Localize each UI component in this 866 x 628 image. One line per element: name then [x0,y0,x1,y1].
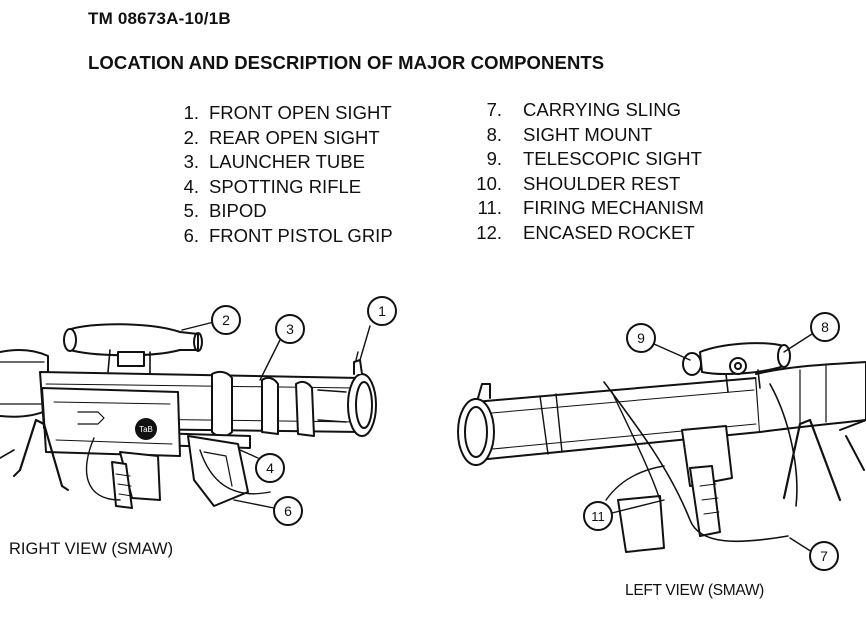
item-label: CARRYING SLING [523,99,681,120]
list-item: 11. FIRING MECHANISM [472,196,704,221]
item-number: 2. [183,126,199,148]
item-number: 12. [476,221,502,243]
callout-2 [211,305,241,335]
component-list-right: 7. CARRYING SLING 8. SIGHT MOUNT 9. TELESCO… [472,98,704,246]
list-item: 3. LAUNCHER TUBE [180,150,393,175]
callout-11 [583,501,613,531]
right-view-leaders [181,321,371,509]
callout-4 [255,453,285,483]
item-number: 5. [183,200,199,222]
callout-7 [809,541,839,571]
callout-number: 9 [637,330,645,346]
list-item: 9. TELESCOPIC SIGHT [472,147,704,172]
callout-number: 2 [222,312,230,328]
list-item: 2. REAR OPEN SIGHT [180,126,393,151]
item-label: FRONT PISTOL GRIP [209,224,393,246]
list-item: 12. ENCASED ROCKET [472,221,704,246]
item-number: 1. [183,102,199,123]
item-number: 3. [183,151,199,173]
item-number: 8. [486,123,502,145]
page-heading: LOCATION AND DESCRIPTION OF MAJOR COMPON… [88,52,605,73]
tab-badge-text: TaB [139,425,153,434]
item-number: 4. [183,175,199,197]
callout-8 [810,312,840,342]
item-number: 11. [477,197,502,219]
callout-1 [367,296,397,326]
item-label: FIRING MECHANISM [523,197,704,219]
callout-number: 8 [821,319,829,335]
callout-number: 11 [591,509,605,524]
left-view-leaders [611,333,813,553]
callout-6 [273,496,303,526]
component-list-left: 1. FRONT OPEN SIGHT 2. REAR OPEN SIGHT 3. L… [180,101,393,249]
item-label: BIPOD [209,200,267,222]
item-number: 7. [486,99,502,120]
right-view-caption: RIGHT VIEW (SMAW) [9,540,174,558]
callout-number: 3 [286,321,294,337]
item-number: 9. [486,148,502,170]
item-number: 10. [476,172,502,194]
left-view-launcher [457,342,866,553]
item-label: FRONT OPEN SIGHT [209,102,392,123]
item-label: TELESCOPIC SIGHT [523,148,702,170]
callout-9 [626,323,656,353]
list-item: 8. SIGHT MOUNT [472,123,704,148]
right-view-launcher [0,323,377,509]
callout-number: 7 [820,548,828,564]
callout-number: 1 [378,303,386,319]
callout-number: 4 [266,460,274,476]
item-label: LAUNCHER TUBE [209,151,365,173]
item-label: SIGHT MOUNT [523,123,653,145]
list-item: 1. FRONT OPEN SIGHT [180,101,393,126]
tm-number: TM 08673A-10/1B [88,9,231,28]
list-item: 10. SHOULDER REST [472,172,704,197]
callout-number: 6 [284,503,292,519]
item-number: 6. [183,224,199,246]
list-item: 4. SPOTTING RIFLE [180,175,393,200]
list-item: 6. FRONT PISTOL GRIP [180,224,393,249]
list-item: 7. CARRYING SLING [472,98,704,123]
item-label: SPOTTING RIFLE [209,175,362,197]
list-item: 5. BIPOD [180,199,393,224]
callout-3 [275,314,305,344]
left-view-caption: LEFT VIEW (SMAW) [625,582,765,599]
item-label: REAR OPEN SIGHT [209,126,380,148]
item-label: ENCASED ROCKET [523,221,695,243]
item-label: SHOULDER REST [523,172,681,194]
